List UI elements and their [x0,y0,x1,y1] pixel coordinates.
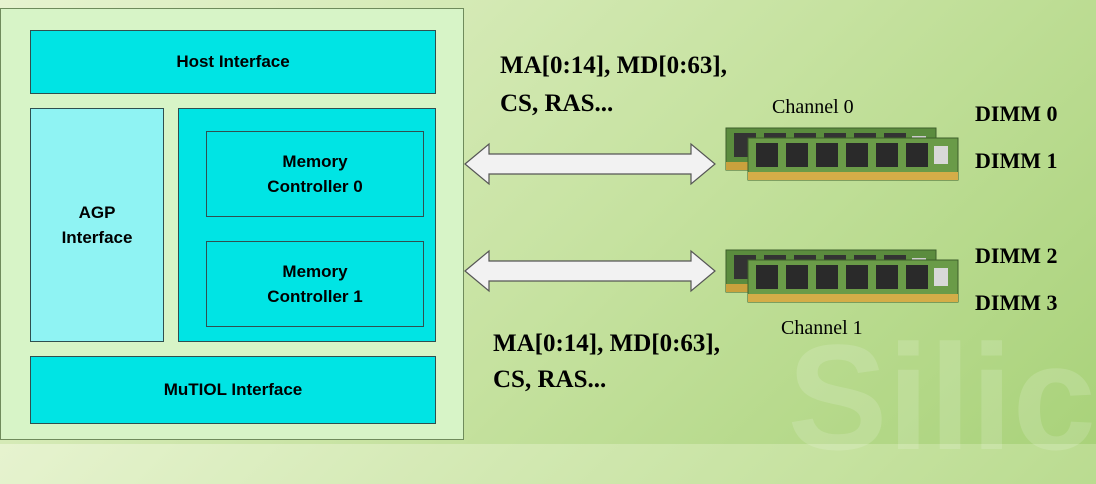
channel-1-label: Channel 1 [781,317,863,340]
dimm-2-label: DIMM 2 [975,243,1057,269]
dimm-1-module [748,138,958,180]
channel-1-bus-arrow [463,247,717,295]
bus-top-signals-line2: CS, RAS... [500,90,613,118]
host-interface-label: Host Interface [176,49,289,75]
mutiol-interface-block: MuTIOL Interface [30,356,436,424]
mutiol-interface-label: MuTIOL Interface [164,377,303,403]
bus-bottom-signals-line2: CS, RAS... [493,366,606,394]
channel-1-dimm-modules [724,248,964,306]
dimm-3-module [748,260,958,302]
channel-0-dimm-modules [724,126,964,184]
dimm-0-label: DIMM 0 [975,101,1057,127]
agp-interface-label: AGP Interface [45,200,149,251]
dimm-1-label: DIMM 1 [975,148,1057,174]
dimm-3-label: DIMM 3 [975,290,1057,316]
host-interface-block: Host Interface [30,30,436,94]
channel-0-bus-arrow [463,140,717,188]
agp-interface-block: AGP Interface [30,108,164,342]
memory-controller-1-label: Memory Controller 1 [247,259,383,310]
memory-controller-0-block: Memory Controller 0 [206,131,424,217]
memory-controller-1-block: Memory Controller 1 [206,241,424,327]
channel-0-label: Channel 0 [772,96,854,119]
bus-top-signals-line1: MA[0:14], MD[0:63], [500,52,727,80]
memory-controller-0-label: Memory Controller 0 [247,149,383,200]
bus-bottom-signals-line1: MA[0:14], MD[0:63], [493,330,720,358]
